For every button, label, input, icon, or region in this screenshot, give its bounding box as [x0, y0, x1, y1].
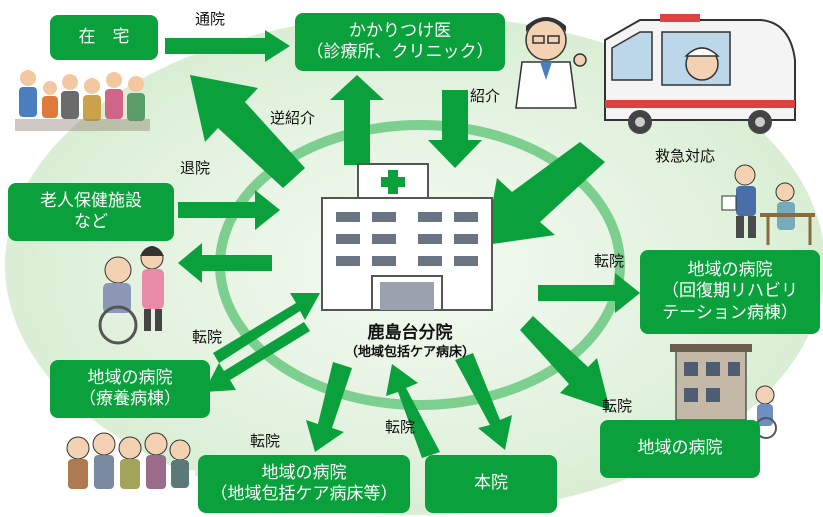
flow-arrows: [165, 30, 640, 458]
node-main-hospital: 本院: [425, 455, 557, 513]
node-community-care-hospital: 地域の病院 （地域包括ケア病床等）: [198, 455, 410, 513]
label-emergency: 救急対応: [655, 147, 716, 165]
arrow-referral: [428, 90, 482, 168]
node-community-care-hospital-line1: 地域の病院: [261, 462, 347, 483]
family-group-illustration: [15, 70, 150, 131]
node-family-doctor-line2: （診療所、クリニック）: [306, 42, 494, 62]
node-nursing-facility: 老人保健施設 など: [8, 183, 174, 241]
hospital-building-illustration: [321, 163, 493, 311]
arrow-to-community: [306, 362, 352, 452]
arrow-care-ward-out: [213, 293, 320, 363]
center-hospital-name: 鹿島台分院: [367, 323, 453, 343]
node-care-ward-hospital-line1: 地域の病院: [87, 367, 173, 388]
arrow-care-ward-in: [204, 322, 310, 392]
arrow-discharge-home: [190, 75, 305, 188]
label-transfer-care-ward: 転院: [192, 328, 223, 346]
node-nursing-facility-line2: など: [74, 212, 108, 232]
node-recovery-hospital-line3: テーション病棟）: [662, 302, 798, 323]
ambulance-illustration: [604, 14, 796, 134]
node-recovery-hospital-line1: 地域の病院: [687, 260, 773, 281]
node-local-hospital-label: 地域の病院: [637, 438, 723, 459]
label-discharge: 退院: [180, 159, 211, 177]
arrow-reverse-referral: [330, 75, 384, 165]
label-reverse-referral: 逆紹介: [270, 109, 316, 127]
arrow-from-main: [386, 364, 440, 458]
care-facility-illustration: [670, 344, 777, 439]
node-home: 在 宅: [50, 15, 158, 60]
arrow-to-local: [520, 316, 610, 410]
arrow-emergency: [485, 142, 605, 245]
node-community-care-hospital-line2: （地域包括ケア病床等）: [210, 484, 398, 504]
wheelchair-elder-illustration: [98, 246, 164, 345]
node-recovery-hospital-line2: （回復期リハビリ: [662, 281, 798, 302]
arrow-home-to-doctor: [165, 30, 290, 62]
label-referral: 紹介: [470, 87, 501, 105]
label-outpatient: 通院: [195, 10, 226, 28]
node-recovery-hospital: 地域の病院 （回復期リハビリ テーション病棟）: [640, 250, 820, 334]
doctor-illustration: [515, 17, 587, 109]
arrow-hospital-to-facility: [178, 243, 272, 283]
node-home-label: 在 宅: [78, 26, 130, 47]
node-care-ward-hospital: 地域の病院 （療養病棟）: [50, 360, 210, 418]
node-family-doctor-line1: かかりつけ医: [348, 20, 452, 41]
arrow-to-recovery: [538, 273, 640, 313]
label-transfer-recovery: 転院: [594, 252, 625, 270]
node-main-hospital-label: 本院: [474, 473, 508, 494]
label-transfer-main: 転院: [385, 418, 416, 436]
node-nursing-facility-line1: 老人保健施設: [40, 190, 142, 211]
elderly-group-illustration: [55, 432, 195, 500]
node-local-hospital: 地域の病院: [600, 420, 760, 478]
node-family-doctor: かかりつけ医 （診療所、クリニック）: [295, 13, 505, 71]
label-transfer-community: 転院: [250, 432, 281, 450]
node-care-ward-hospital-line2: （療養病棟）: [79, 389, 181, 409]
arrow-to-main: [455, 353, 512, 450]
center-hospital-subtitle: （地域包括ケア病床）: [344, 345, 475, 360]
label-transfer-local: 転院: [602, 397, 633, 415]
arrow-facility-to-hospital: [178, 190, 280, 230]
rehab-patient-illustration: [721, 164, 815, 245]
